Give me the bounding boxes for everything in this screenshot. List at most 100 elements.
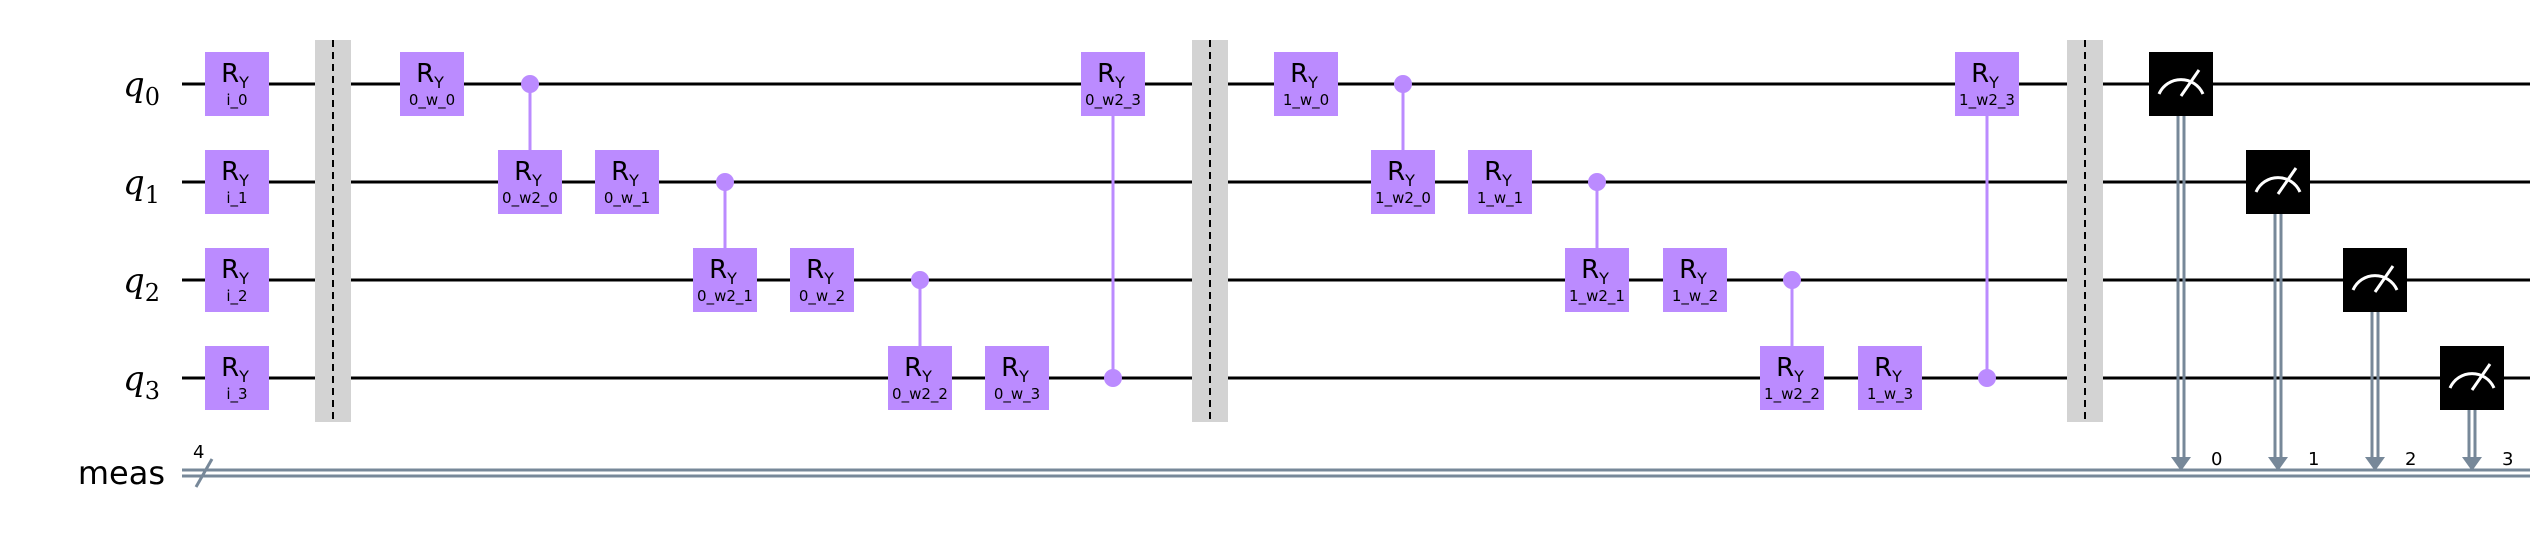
ry-gate-i_2: RYi_2 (205, 248, 269, 312)
gate-param-label: i_1 (226, 189, 247, 208)
gate-name: RY (221, 255, 249, 288)
qubit-label-3: q3 (123, 359, 160, 405)
gate-name: RY (1387, 157, 1415, 190)
gate-param-label: 0_w2_3 (1085, 91, 1141, 110)
gate-name-subscript: Y (238, 171, 249, 190)
measure-box (2246, 150, 2310, 214)
gate-name: RY (1290, 59, 1318, 92)
gate-param-label: 0_w2_1 (697, 287, 753, 306)
register-width: 4 (193, 442, 204, 463)
gate-name-subscript: Y (1793, 367, 1804, 386)
gate-param-label: 1_w2_3 (1959, 91, 2015, 110)
gate-param-label: i_3 (226, 385, 247, 404)
gate-name-letter: R (611, 157, 629, 187)
gate-name: RY (221, 59, 249, 92)
gate-name: RY (221, 353, 249, 386)
gate-param-label: 0_w2_2 (892, 385, 948, 404)
ry-gate-i_3: RYi_3 (205, 346, 269, 410)
control-dot (1978, 369, 1996, 387)
qubit-label-0: q0 (123, 65, 160, 111)
measure-0 (2149, 52, 2213, 116)
ry-gate-0_w_0: RY0_w_0 (400, 52, 464, 116)
ry-gate-i_1: RYi_1 (205, 150, 269, 214)
cry-gate-0_w2_2: RY0_w2_2 (888, 346, 952, 410)
gate-box (205, 248, 269, 312)
gate-name-letter: R (904, 353, 922, 383)
gate-name-subscript: Y (1404, 171, 1415, 190)
gate-name-subscript: Y (1988, 73, 1999, 92)
ry-gate-0_w_1: RY0_w_1 (595, 150, 659, 214)
gate-name-letter: R (709, 255, 727, 285)
cry-gate-0_w2_3: RY0_w2_3 (1081, 52, 1145, 116)
clbit-index-1: 1 (2308, 449, 2319, 470)
measure-arrow (2365, 457, 2385, 471)
control-dot (1104, 369, 1122, 387)
gates-layer: RYi_0RYi_1RYi_2RYi_3RY0_w_0RY0_w2_0RY0_w… (205, 52, 2504, 410)
gate-param-label: 1_w2_2 (1764, 385, 1820, 404)
gate-name-subscript: Y (628, 171, 639, 190)
meter-arc-icon (2254, 176, 2302, 193)
qubit-label-index: 0 (145, 83, 160, 111)
meter-needle-icon (2373, 265, 2395, 293)
gate-name-subscript: Y (531, 171, 542, 190)
control-dot (1394, 75, 1412, 93)
gate-param-label: 0_w2_0 (502, 189, 558, 208)
qubit-label-1: q1 (123, 163, 160, 209)
gate-box (498, 150, 562, 214)
clbit-index-0: 0 (2211, 449, 2222, 470)
control-dot (911, 271, 929, 289)
measure-box (2149, 52, 2213, 116)
gate-box (595, 150, 659, 214)
cry-gate-1_w2_1: RY1_w2_1 (1565, 248, 1629, 312)
gate-name-subscript: Y (1891, 367, 1902, 386)
gate-name-subscript: Y (433, 73, 444, 92)
gate-name-subscript: Y (238, 367, 249, 386)
gate-name-subscript: Y (1307, 73, 1318, 92)
gate-box (205, 346, 269, 410)
gate-name: RY (1874, 353, 1902, 386)
gate-param-label: 1_w_0 (1283, 91, 1329, 110)
gate-param-label: 0_w_2 (799, 287, 845, 306)
gate-name-subscript: Y (1114, 73, 1125, 92)
gate-param-label: 1_w_1 (1477, 189, 1523, 208)
gate-name: RY (1971, 59, 1999, 92)
gate-box (205, 150, 269, 214)
cry-gate-1_w2_2: RY1_w2_2 (1760, 346, 1824, 410)
cry-gate-0_w2_1: RY0_w2_1 (693, 248, 757, 312)
gate-param-label: 1_w2_0 (1375, 189, 1431, 208)
gate-name: RY (1097, 59, 1125, 92)
gate-param-label: 1_w_3 (1867, 385, 1913, 404)
control-dot (1783, 271, 1801, 289)
gate-box (400, 52, 464, 116)
gate-box (985, 346, 1049, 410)
gate-name-letter: R (1776, 353, 1794, 383)
gate-box (888, 346, 952, 410)
control-dot (716, 173, 734, 191)
gate-box (1371, 150, 1435, 214)
ry-gate-1_w_2: RY1_w_2 (1663, 248, 1727, 312)
gate-box (790, 248, 854, 312)
control-dot (1588, 173, 1606, 191)
qubit-label-name: q (123, 359, 145, 399)
measure-arrow (2171, 457, 2191, 471)
gate-param-label: 0_w_0 (409, 91, 455, 110)
gate-name-subscript: Y (726, 269, 737, 288)
gate-name-letter: R (1679, 255, 1697, 285)
gate-name-letter: R (416, 59, 434, 89)
cry-gate-0_w2_0: RY0_w2_0 (498, 150, 562, 214)
connectors-layer (521, 75, 2482, 471)
measure-arrow (2462, 457, 2482, 471)
gate-name-letter: R (1097, 59, 1115, 89)
qubit-label-index: 2 (145, 279, 160, 307)
gate-box (1858, 346, 1922, 410)
gate-name-letter: R (1581, 255, 1599, 285)
gate-name-letter: R (1290, 59, 1308, 89)
classical-register-label: meas (78, 454, 165, 492)
gate-name-subscript: Y (1696, 269, 1707, 288)
qubit-label-index: 1 (145, 181, 160, 209)
gate-param-label: i_0 (226, 91, 247, 110)
gate-param-label: i_2 (226, 287, 247, 306)
ry-gate-1_w_0: RY1_w_0 (1274, 52, 1338, 116)
gate-param-label: 1_w2_1 (1569, 287, 1625, 306)
meter-arc-icon (2157, 78, 2205, 95)
